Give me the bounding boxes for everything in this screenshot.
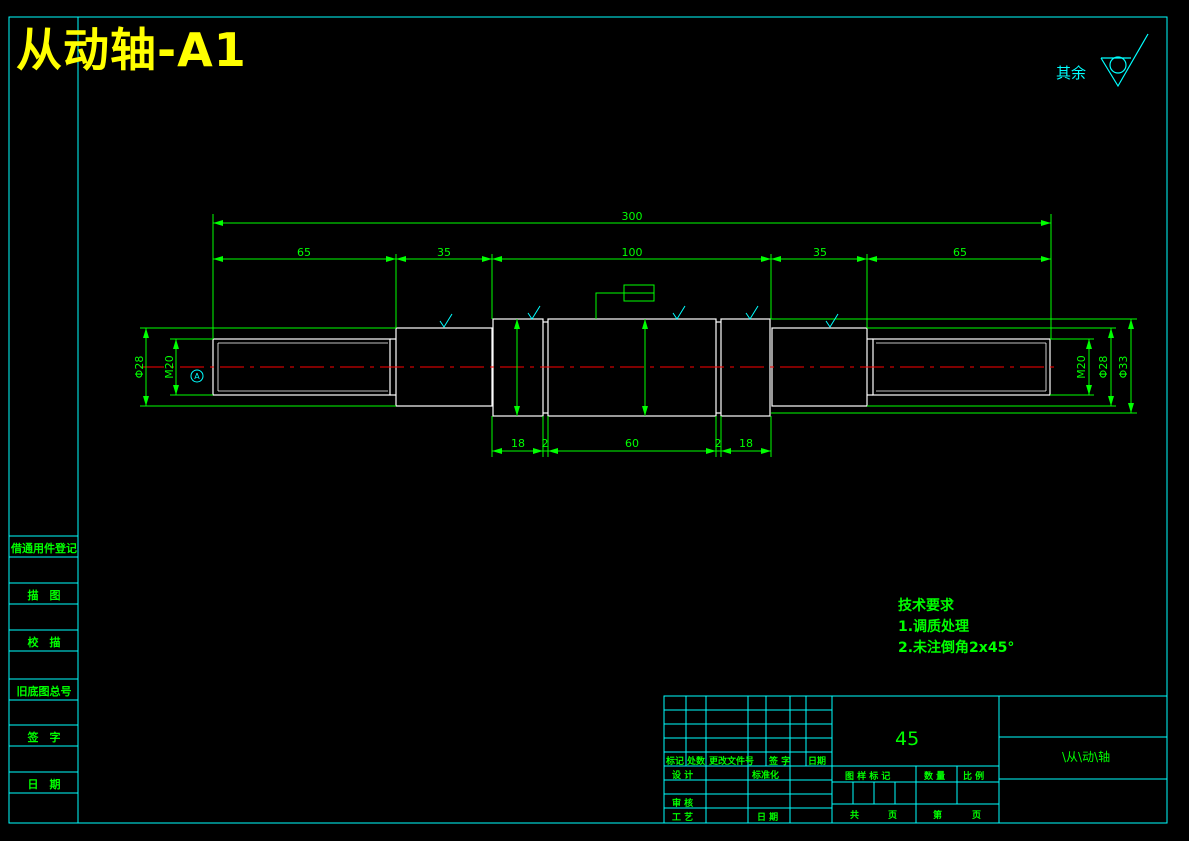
tb-process: 工 艺: [672, 813, 694, 823]
dim-seg-2: 35: [437, 246, 451, 259]
side-label-register: 借通用件登记: [11, 542, 77, 555]
dim-dia-right-33: Φ33: [1117, 356, 1130, 379]
side-column-grid: [9, 535, 78, 794]
dim-step-18a: 18: [511, 437, 525, 450]
tb-sheets-unit: 页: [888, 811, 898, 821]
side-label-trace: 描 图: [27, 589, 61, 602]
dim-thread-right: M20: [1075, 355, 1088, 379]
tb-col-sign: 签 字: [769, 757, 791, 767]
dim-thread-left: M20: [163, 355, 176, 379]
title-block-grid: [663, 695, 1168, 824]
tb-date: 日 期: [757, 813, 779, 823]
dim-seg-mid: 100: [622, 246, 643, 259]
tb-design: 设 计: [672, 771, 694, 781]
arrowheads: [143, 220, 1134, 454]
dim-dia-left-28: Φ28: [133, 356, 146, 379]
side-label-check: 校 描: [27, 636, 61, 649]
side-label-date: 日 期: [27, 778, 61, 791]
tech-requirements: 技术要求 1.调质处理 2.未注倒角2x45°: [898, 596, 1014, 659]
tb-col-count: 处数: [687, 757, 706, 767]
tb-sheet-no: 第: [933, 811, 943, 821]
dim-dia-right-28: Φ28: [1097, 356, 1110, 379]
part-name: \从\动\轴: [1062, 750, 1111, 764]
tb-scale: 比 例: [963, 772, 985, 782]
outer-border: [8, 16, 1168, 824]
dim-step-2a: 2: [542, 437, 549, 450]
dim-overall: 300: [622, 210, 643, 223]
tech-item-2: 2.未注倒角2x45°: [898, 640, 1015, 656]
side-label-signature: 签 字: [27, 731, 61, 744]
material-value: 45: [895, 728, 920, 750]
tb-col-docno: 更改文件号: [709, 757, 755, 767]
tb-review: 审 核: [672, 799, 694, 809]
dim-seg-left: 65: [297, 246, 311, 259]
surface-marks: [439, 305, 839, 328]
tb-sheets-total: 共: [850, 811, 860, 821]
tb-sheet-unit2: 页: [972, 811, 982, 821]
tb-stage-mark: 图 样 标 记: [845, 772, 891, 782]
tb-col-date: 日期: [808, 757, 827, 767]
dim-step-60: 60: [625, 437, 639, 450]
dim-step-18b: 18: [739, 437, 753, 450]
inner-border: [77, 16, 1168, 824]
dimension-lines: [140, 214, 1137, 457]
tech-heading: 技术要求: [898, 598, 954, 614]
tb-standardize: 标准化: [752, 771, 780, 781]
dim-seg-4: 35: [813, 246, 827, 259]
tech-item-1: 1.调质处理: [898, 619, 970, 635]
drawing-title: 从动轴-A1: [16, 23, 247, 77]
side-label-old-drawing: 旧底图总号: [16, 685, 72, 698]
roughness-note: 其余: [1056, 64, 1087, 82]
dimension-texts: 300 65 35 100 35 65 18 2 60 2 18 Φ28 M20…: [133, 210, 1130, 450]
datum-label: A: [194, 372, 200, 381]
tb-col-mark: 标记: [666, 757, 685, 767]
datum-marker: A: [190, 369, 204, 383]
tb-weight: 数 量: [924, 772, 946, 782]
roughness-symbol: [1100, 33, 1149, 88]
dim-step-2b: 2: [715, 437, 722, 450]
dim-seg-right: 65: [953, 246, 967, 259]
